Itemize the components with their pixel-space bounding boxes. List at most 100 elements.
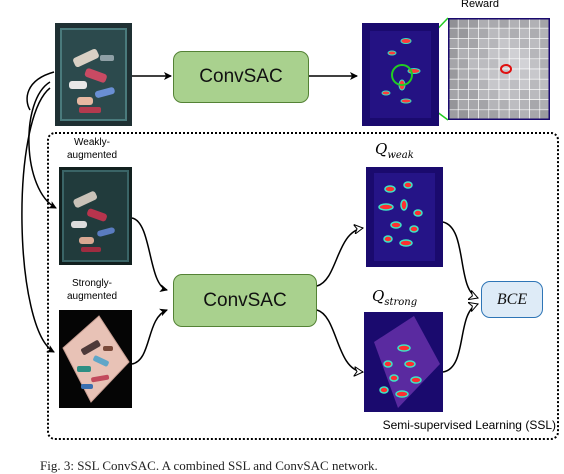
zoom-grid-cell xyxy=(529,89,541,100)
zoom-grid-cell xyxy=(447,99,459,111)
zoom-grid-cell xyxy=(498,27,510,39)
zoom-grid-cell xyxy=(488,27,500,39)
q-strong-label: Qstrong xyxy=(372,287,417,308)
zoom-grid-cell xyxy=(529,27,541,39)
zoom-grid-cell xyxy=(529,58,541,70)
zoom-grid-cell xyxy=(488,58,500,70)
zoom-grid-cell xyxy=(508,48,520,60)
zoom-grid-cell xyxy=(488,68,500,80)
zoom-grid-cell xyxy=(539,48,551,60)
zoom-grid-cell xyxy=(529,17,541,29)
reward-zoom-grid xyxy=(447,17,551,121)
arrow-input-to-weak xyxy=(28,81,57,209)
zoom-grid-cell xyxy=(468,68,479,80)
zoom-grid-cell xyxy=(447,48,459,60)
zoom-grid-cell xyxy=(508,17,520,29)
ssl-frame xyxy=(47,132,559,440)
arrow-input-to-weak-2 xyxy=(26,71,55,111)
zoom-grid-cell xyxy=(508,99,520,111)
arrow-qstrong-to-bce xyxy=(442,304,478,373)
input-bin-image xyxy=(55,23,132,126)
q-strong-subscript: strong xyxy=(384,297,418,308)
zoom-grid-cell xyxy=(488,17,500,29)
zoom-grid-cell xyxy=(498,89,510,100)
zoom-grid-cell xyxy=(519,99,530,111)
zoom-grid-cell xyxy=(488,78,500,90)
zoom-grid-cell xyxy=(539,58,551,70)
zoom-grid-cell xyxy=(468,17,479,29)
zoom-grid-cell xyxy=(468,27,479,39)
figure-caption: Fig. 3: SSL ConvSAC. A combined SSL and … xyxy=(40,458,378,473)
zoom-grid-cell xyxy=(478,17,490,29)
zoom-grid-cell xyxy=(539,99,551,111)
convsac-box-ssl: ConvSAC xyxy=(173,274,317,327)
bce-box: BCE xyxy=(481,281,543,318)
zoom-grid-cell xyxy=(447,109,459,121)
zoom-grid-cell xyxy=(488,38,500,49)
zoom-grid-cell xyxy=(539,78,551,90)
zoom-grid-cell xyxy=(478,27,490,39)
q-heatmap-top xyxy=(362,23,439,126)
zoom-grid-cell xyxy=(529,48,541,60)
zoom-grid-cell xyxy=(468,89,479,100)
zoom-grid-cell xyxy=(478,58,490,70)
zoom-grid-cell xyxy=(447,27,459,39)
zoom-grid-cell xyxy=(478,78,490,90)
arrow-weak-to-convsac xyxy=(131,217,168,293)
zoom-grid-cell xyxy=(457,17,469,29)
zoom-grid-cell xyxy=(488,48,500,60)
ssl-label: Semi-supervised Learning (SSL) xyxy=(382,418,556,432)
q-strong-symbol: Q xyxy=(372,287,385,305)
weak-aug-image xyxy=(59,167,132,265)
arrow-input-to-strong xyxy=(21,87,55,353)
convsac-box-top: ConvSAC xyxy=(173,51,309,103)
arrow-strong-to-convsac xyxy=(131,308,168,365)
q-strong-heatmap xyxy=(364,312,443,412)
zoom-grid-cell xyxy=(519,58,530,70)
zoom-grid-cell xyxy=(468,38,479,49)
zoom-grid-cell xyxy=(508,78,520,90)
zoom-grid-cell xyxy=(468,109,479,121)
zoom-grid-cell xyxy=(478,38,490,49)
zoom-grid-cell xyxy=(468,58,479,70)
zoom-grid-cell xyxy=(539,38,551,49)
zoom-grid-cell xyxy=(468,48,479,60)
strong-aug-label: Strongly- augmented xyxy=(66,278,118,302)
reward-marker xyxy=(500,64,512,74)
arrow-qweak-to-bce xyxy=(442,221,478,298)
zoom-grid-cell xyxy=(529,78,541,90)
zoom-grid-cell xyxy=(478,68,490,80)
zoom-grid-cell xyxy=(457,78,469,90)
zoom-grid-cell xyxy=(488,99,500,111)
q-weak-subscript: weak xyxy=(387,150,414,161)
zoom-grid-cell xyxy=(457,68,469,80)
zoom-grid-cell xyxy=(447,58,459,70)
zoom-grid-cell xyxy=(457,38,469,49)
zoom-grid-cell xyxy=(457,109,469,121)
zoom-grid-cell xyxy=(539,109,551,121)
zoom-grid-cell xyxy=(447,38,459,49)
zoom-grid-cell xyxy=(539,68,551,80)
zoom-grid-cell xyxy=(478,99,490,111)
zoom-grid-cell xyxy=(508,38,520,49)
zoom-grid-cell xyxy=(478,109,490,121)
zoom-grid-cell xyxy=(519,89,530,100)
zoom-grid-cell xyxy=(468,78,479,90)
zoom-grid-cell xyxy=(529,99,541,111)
q-weak-symbol: Q xyxy=(375,140,388,158)
zoom-grid-cell xyxy=(498,38,510,49)
zoom-grid-cell xyxy=(457,89,469,100)
zoom-grid-border xyxy=(448,18,550,120)
zoom-grid-cell xyxy=(498,48,510,60)
zoom-grid-cell xyxy=(457,58,469,70)
zoom-grid-cell xyxy=(478,48,490,60)
zoom-grid-cell xyxy=(508,27,520,39)
q-weak-label: Qweak xyxy=(375,140,414,161)
zoom-grid-cell xyxy=(519,68,530,80)
zoom-grid-cell xyxy=(447,17,459,29)
weak-aug-label: Weakly- augmented xyxy=(66,137,118,161)
zoom-grid-cell xyxy=(519,48,530,60)
zoom-grid-cell xyxy=(519,78,530,90)
zoom-grid-cell xyxy=(457,99,469,111)
